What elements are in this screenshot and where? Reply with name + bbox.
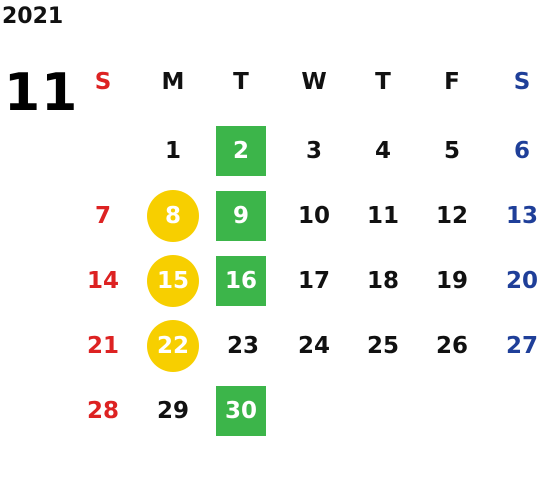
day-cell[interactable]: 17 bbox=[297, 268, 330, 294]
day-cell[interactable]: 19 bbox=[435, 268, 468, 294]
day-cell-saturday[interactable]: 27 bbox=[505, 333, 538, 359]
weekday-sunday: S bbox=[94, 69, 112, 95]
day-cell[interactable]: 1 bbox=[164, 138, 181, 164]
day-cell[interactable]: 12 bbox=[435, 203, 468, 229]
day-cell-highlighted[interactable]: 9 bbox=[211, 191, 271, 241]
day-cell-saturday[interactable]: 13 bbox=[505, 203, 538, 229]
day-cell-sunday[interactable]: 21 bbox=[86, 333, 119, 359]
weekday-friday: F bbox=[444, 69, 460, 95]
day-cell-highlighted[interactable]: 16 bbox=[211, 256, 271, 306]
weekday-tuesday: T bbox=[233, 69, 249, 95]
month-number: 11 bbox=[4, 63, 79, 123]
day-cell[interactable]: 29 bbox=[156, 398, 189, 424]
year-label: 2021 bbox=[2, 4, 64, 29]
day-cell[interactable]: 23 bbox=[226, 333, 259, 359]
weekday-saturday: S bbox=[513, 69, 531, 95]
day-cell[interactable]: 4 bbox=[374, 138, 391, 164]
day-cell-sunday[interactable]: 7 bbox=[94, 203, 111, 229]
day-cell-saturday[interactable]: 6 bbox=[513, 138, 530, 164]
day-cell[interactable]: 18 bbox=[366, 268, 399, 294]
day-cell[interactable]: 3 bbox=[305, 138, 322, 164]
day-cell[interactable]: 11 bbox=[366, 203, 399, 229]
day-cell-circled[interactable]: 22 bbox=[143, 320, 203, 372]
day-cell-saturday[interactable]: 20 bbox=[505, 268, 538, 294]
weekday-wednesday: W bbox=[301, 69, 327, 95]
day-cell-highlighted[interactable]: 2 bbox=[211, 126, 271, 176]
day-cell[interactable]: 5 bbox=[443, 138, 460, 164]
day-cell[interactable]: 26 bbox=[435, 333, 468, 359]
day-cell[interactable] bbox=[73, 126, 133, 176]
weekday-monday: M bbox=[161, 69, 185, 95]
day-cell[interactable]: 25 bbox=[366, 333, 399, 359]
day-cell-circled[interactable]: 8 bbox=[143, 190, 203, 242]
weekday-thursday: T bbox=[375, 69, 391, 95]
day-cell-sunday[interactable]: 28 bbox=[86, 398, 119, 424]
day-cell-circled[interactable]: 15 bbox=[143, 255, 203, 307]
day-cell[interactable]: 24 bbox=[297, 333, 330, 359]
weekday-header-row: S M T W T F S bbox=[0, 62, 548, 102]
day-cell-sunday[interactable]: 14 bbox=[86, 268, 119, 294]
day-cell-highlighted[interactable]: 30 bbox=[211, 386, 271, 436]
day-cell[interactable]: 10 bbox=[297, 203, 330, 229]
